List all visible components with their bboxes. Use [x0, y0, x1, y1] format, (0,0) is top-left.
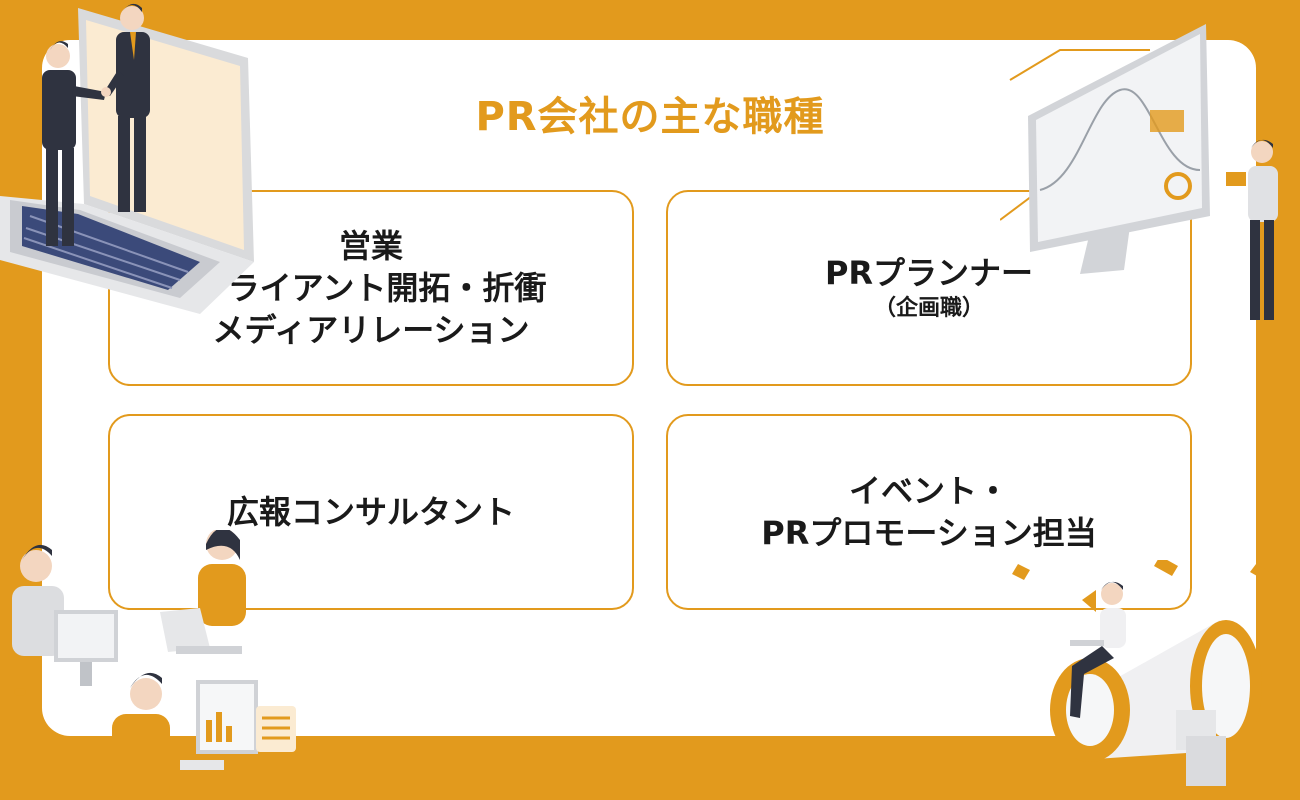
card-line: クライアント開拓・折衝 [195, 269, 547, 307]
card-line: 広報コンサルタント [226, 493, 515, 531]
card-line: PRプランナー [824, 254, 1034, 292]
monitor-chart-illustration [1000, 24, 1278, 320]
handshake-laptop-illustration [0, 3, 254, 314]
megaphone-illustration [1012, 560, 1270, 786]
card-line: PRプロモーション担当 [761, 514, 1097, 552]
card-line: イベント・ [848, 472, 1009, 510]
job-card-event-promotion: イベント・ PRプロモーション担当 [666, 414, 1192, 610]
card-line: メディアリレーション [212, 311, 530, 349]
card-line: 営業 [338, 227, 403, 265]
card-subtitle: （企画職） [873, 296, 984, 321]
page-title: PR会社の主な職種 [475, 94, 825, 140]
job-card-pr-consultant: 広報コンサルタント [108, 414, 634, 610]
office-workers-illustration [12, 530, 296, 800]
